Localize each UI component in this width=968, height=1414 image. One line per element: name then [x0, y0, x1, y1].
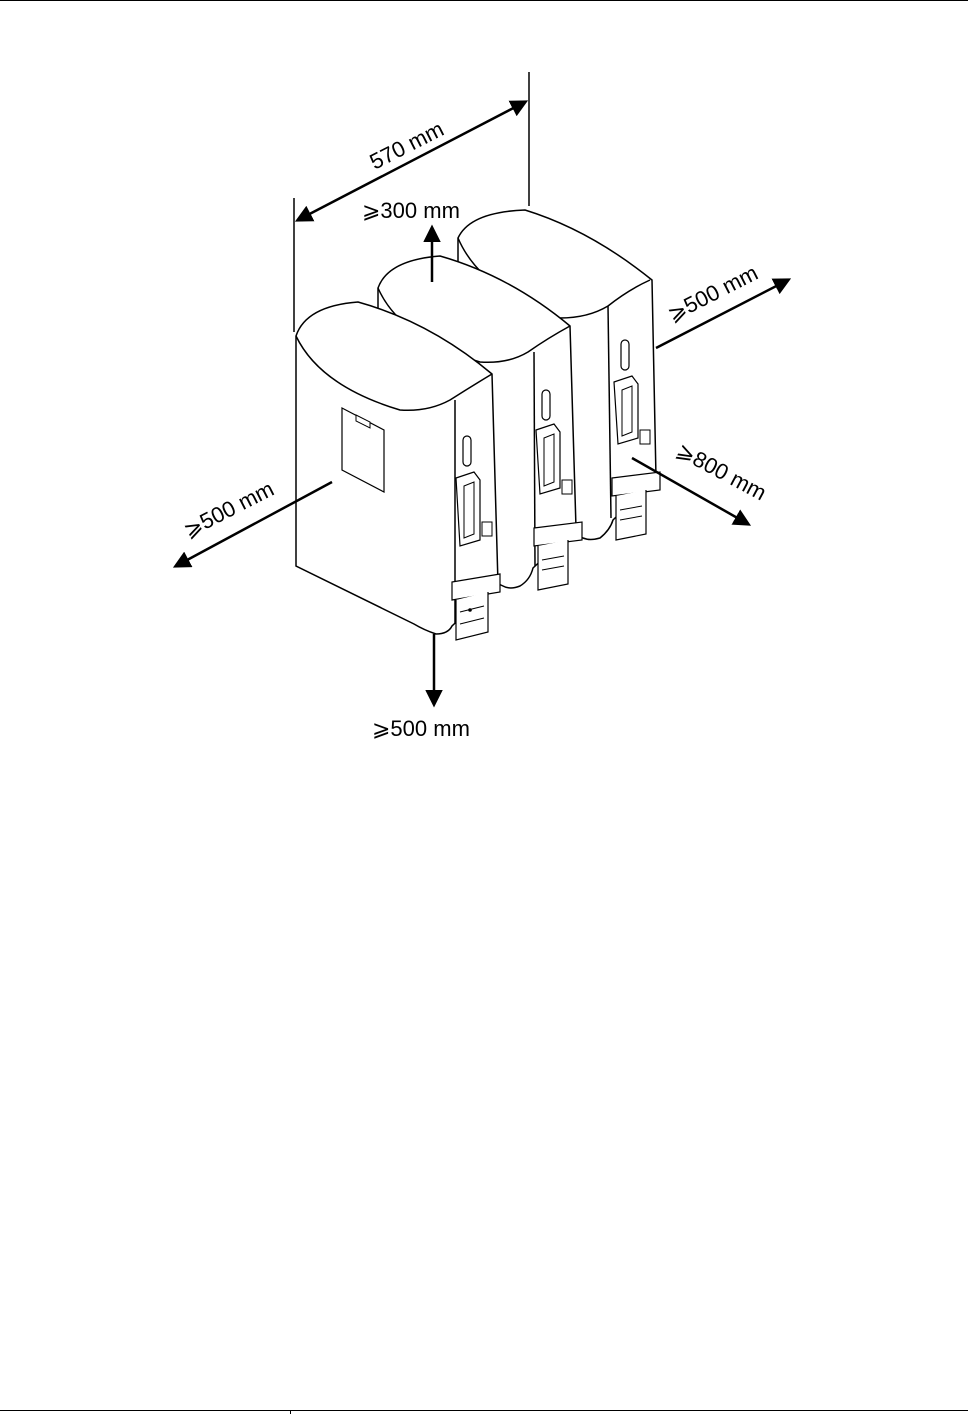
width-dimension-label: 570 mm	[366, 116, 448, 174]
left-clearance-label: ⩾500 mm	[179, 476, 278, 543]
footer-rule	[0, 1410, 968, 1411]
right-clearance-label: ⩾500 mm	[663, 260, 762, 327]
bottom-clearance-label: ⩾500 mm	[372, 716, 470, 741]
front-clearance-label: ⩾800 mm	[672, 437, 770, 505]
footer-rule-tick	[290, 1410, 291, 1414]
top-clearance-label: ⩾300 mm	[362, 198, 460, 223]
